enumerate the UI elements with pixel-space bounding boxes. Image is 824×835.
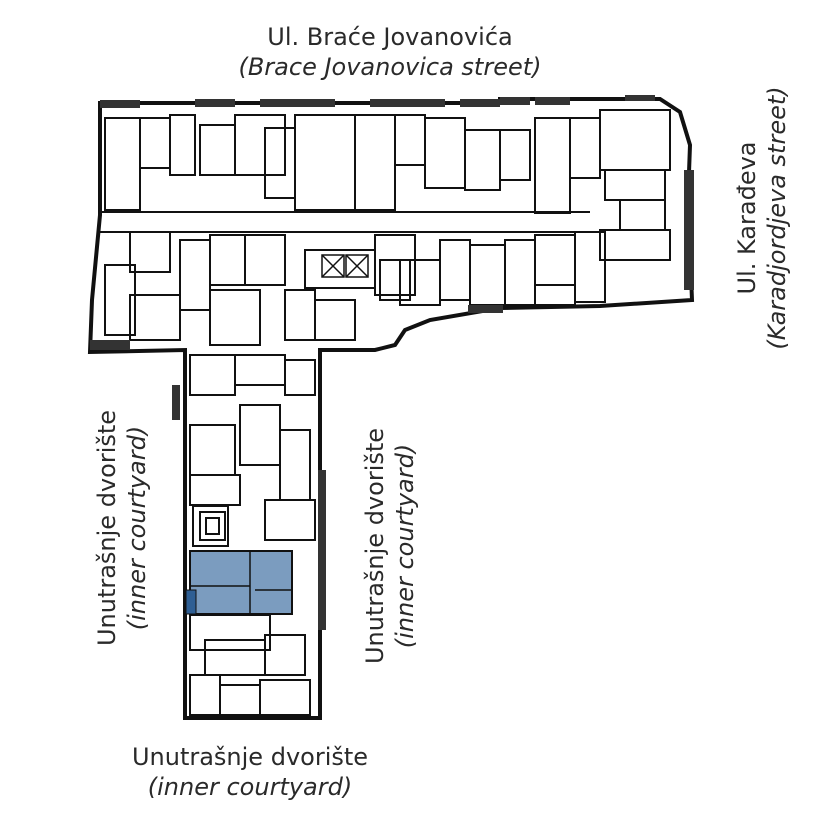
highlighted-unit-area [189,550,293,615]
right-street-label: Ul. Karađeva (Karadjordjeva street) [732,58,792,378]
top-street-translation: (Brace Jovanovica street) [238,53,542,81]
highlighted-unit-balcony [185,589,197,615]
left-courtyard-name: Unutrašnje dvorište [93,409,121,647]
building-outline [87,97,695,720]
bottom-courtyard-name: Unutrašnje dvorište [131,743,369,771]
middle-courtyard-label: Unutrašnje dvorište (inner courtyard) [360,386,420,706]
top-street-name: Ul. Braće Jovanovića [267,23,513,51]
right-street-translation: (Karadjordjeva street) [763,86,791,350]
stair-symbol [321,254,369,278]
bottom-courtyard-label: Unutrašnje dvorište (inner courtyard) [80,742,420,802]
facade-blocks [90,95,694,630]
left-courtyard-label: Unutrašnje dvorište (inner courtyard) [92,368,152,688]
left-courtyard-translation: (inner courtyard) [123,425,151,631]
building-walls [100,109,671,716]
top-street-label: Ul. Braće Jovanovića (Brace Jovanovica s… [160,22,620,82]
right-street-name: Ul. Karađeva [733,141,761,295]
middle-courtyard-name: Unutrašnje dvorište [361,427,389,665]
middle-courtyard-translation: (inner courtyard) [391,443,419,649]
bottom-courtyard-translation: (inner courtyard) [147,773,353,801]
highlighted-unit [185,550,293,615]
south-stair-symbol [199,511,226,541]
